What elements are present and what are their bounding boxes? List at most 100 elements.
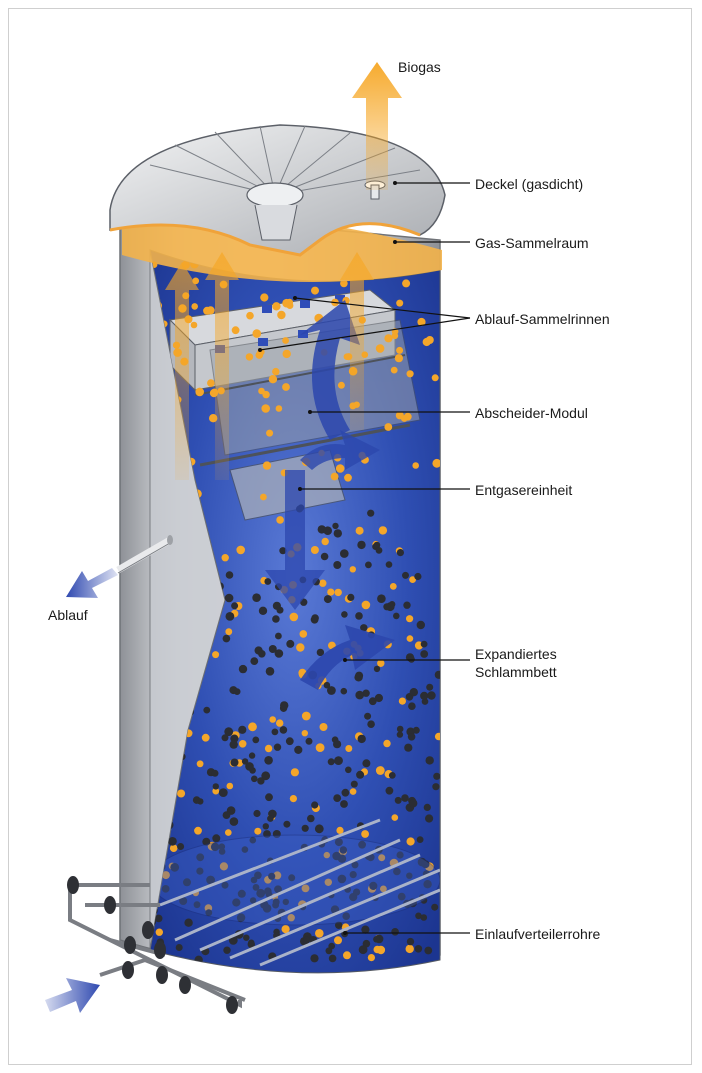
label-entgasereinheit: Entgasereinheit [475, 481, 572, 499]
sludge-particle [242, 758, 248, 764]
gas-bubble [379, 526, 387, 534]
gas-bubble [320, 723, 328, 731]
label-abscheider-modul: Abscheider-Modul [475, 404, 588, 422]
gas-bubble [170, 844, 178, 852]
sludge-particle [340, 800, 348, 808]
sludge-particle [367, 720, 375, 728]
sludge-particle [257, 777, 264, 784]
gas-bubble [344, 474, 352, 482]
sludge-particle [311, 801, 318, 808]
gas-bubble [402, 279, 410, 287]
sludge-particle [248, 940, 254, 946]
label-gas-sammelraum: Gas-Sammelraum [475, 234, 589, 252]
gas-bubble [283, 350, 291, 358]
sludge-particle [277, 607, 284, 614]
sludge-particle [424, 804, 431, 811]
sludge-particle [324, 595, 332, 603]
sludge-particle [407, 938, 414, 945]
sludge-particle [373, 936, 380, 943]
gas-bubble [263, 461, 271, 469]
sludge-particle [223, 947, 230, 954]
gas-bubble [269, 716, 276, 723]
gas-bubble [399, 698, 406, 705]
label-expandiertes: Expandiertes [475, 645, 557, 663]
gas-bubble [302, 730, 308, 736]
gas-bubble [300, 630, 308, 638]
gas-bubble [362, 601, 371, 610]
sludge-particle [367, 510, 374, 517]
gas-bubble [396, 300, 403, 307]
sludge-particle [327, 686, 336, 695]
sludge-particle [230, 740, 238, 748]
sludge-particle [310, 954, 318, 962]
sludge-particle [383, 603, 390, 610]
sludge-particle [226, 571, 234, 579]
sludge-particle [315, 824, 324, 833]
sludge-particle [168, 838, 176, 846]
sludge-particle [408, 702, 416, 710]
gas-bubble [343, 951, 351, 959]
sludge-particle [306, 738, 313, 745]
sludge-particle [417, 621, 425, 629]
sludge-particle [345, 767, 352, 774]
sludge-particle [329, 955, 337, 963]
sludge-particle [193, 796, 201, 804]
gas-bubble [361, 830, 369, 838]
gas-bubble [203, 307, 211, 315]
gas-bubble [345, 745, 352, 752]
sludge-particle [424, 947, 432, 955]
sludge-particle [426, 684, 433, 691]
sludge-particle [421, 641, 428, 648]
sludge-particle [354, 673, 362, 681]
gas-bubble [197, 760, 204, 767]
sludge-particle [341, 611, 348, 618]
sludge-particle [333, 561, 341, 569]
sludge-particle [365, 562, 372, 569]
sludge-particle [263, 823, 269, 829]
sludge-particle [355, 691, 364, 700]
gas-bubble [316, 743, 325, 752]
sludge-particle [259, 607, 267, 615]
sludge-particle [267, 815, 274, 822]
sludge-particle [432, 783, 439, 790]
gas-bubble [404, 413, 412, 421]
gas-bubble [336, 464, 345, 473]
sludge-particle [334, 529, 342, 537]
sludge-particle [253, 810, 260, 817]
gas-bubble [191, 322, 198, 329]
gas-bubble [432, 459, 441, 468]
sludge-particle [397, 549, 404, 556]
gas-bubble [225, 829, 232, 836]
sludge-particle [420, 650, 428, 658]
gas-bubble [272, 302, 280, 310]
inlet-arrow [45, 978, 100, 1013]
gas-bubble [315, 929, 324, 938]
sludge-particle [275, 649, 284, 658]
gas-bubble [290, 613, 299, 622]
gas-bubble [407, 837, 415, 845]
gas-bubble [236, 546, 245, 555]
gas-bubble [331, 473, 339, 481]
sludge-particle [393, 613, 400, 620]
label-einlaufverteilerrohre: Einlaufverteilerrohre [475, 925, 600, 943]
sludge-particle [357, 541, 365, 549]
gas-bubble [277, 311, 285, 319]
sludge-particle [364, 713, 371, 720]
gas-bubble [311, 287, 319, 295]
sludge-particle [226, 612, 235, 621]
sludge-particle [403, 602, 410, 609]
gas-bubble [177, 790, 185, 798]
gas-bubble [350, 566, 356, 572]
sludge-particle [420, 692, 428, 700]
sludge-particle [425, 814, 433, 822]
gas-bubble [311, 546, 319, 554]
gas-bubble [276, 405, 283, 412]
sludge-particle [231, 759, 239, 767]
sludge-particle [321, 553, 329, 561]
sludge-particle [427, 691, 435, 699]
label-ablauf: Ablauf [48, 606, 88, 624]
sludge-particle [377, 594, 386, 603]
sludge-particle [203, 707, 210, 714]
sludge-particle [155, 915, 163, 923]
sludge-particle [356, 771, 364, 779]
